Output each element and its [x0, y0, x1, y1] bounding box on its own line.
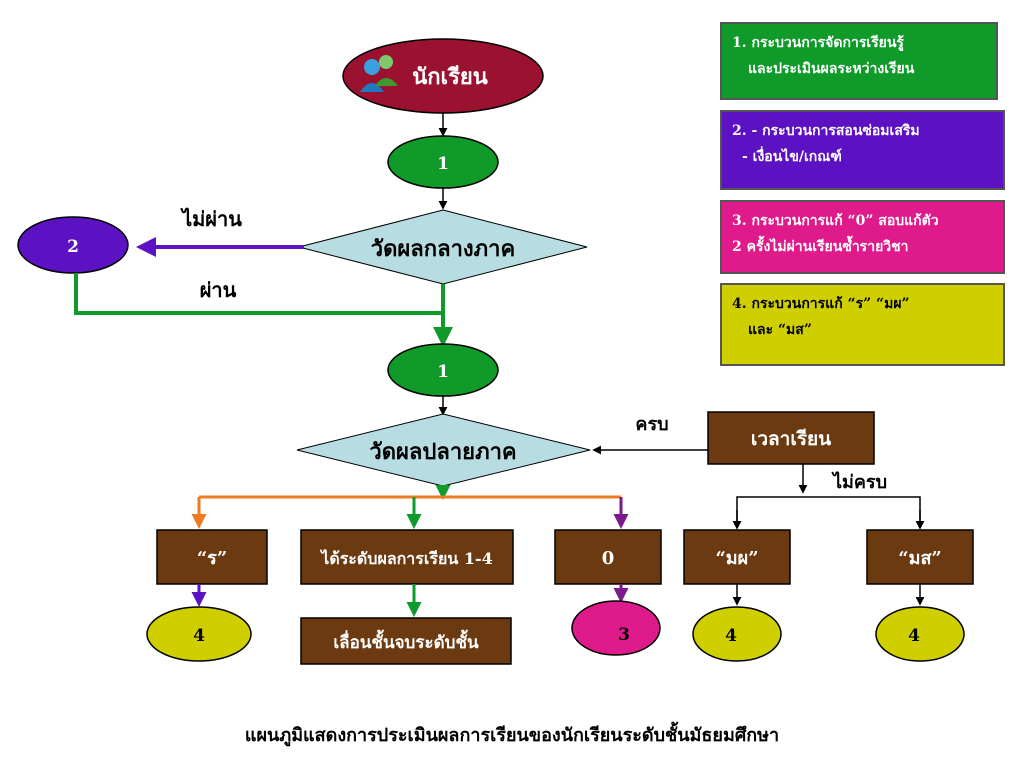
- student-node: นักเรียน: [342, 38, 544, 114]
- legend-2-line1: 2. - กระบวนการสอนซ่อมเสริม: [732, 123, 920, 139]
- final-decision: วัดผลปลายภาค: [296, 413, 591, 487]
- student-label: นักเรียน: [412, 64, 488, 90]
- midterm-label: วัดผลกลางภาค: [371, 236, 515, 262]
- ms-node: “มส”: [866, 529, 974, 585]
- zero-node: 0: [554, 529, 662, 585]
- r-four-label: 4: [193, 626, 205, 646]
- midterm-decision: วัดผลกลางภาค: [298, 209, 588, 285]
- legend-3-line1: 3. กระบวนการแก้ “0” สอบแก้ตัว: [732, 213, 939, 229]
- final-label: วัดผลปลายภาค: [369, 439, 516, 465]
- mp-label: “มผ”: [715, 548, 758, 569]
- complete-label: ครบ: [635, 414, 668, 435]
- legend-item-1: 1. กระบวนการจัดการเรียนรู้ และประเมินผลร…: [720, 22, 998, 100]
- step1-mid-node: 1: [387, 343, 499, 397]
- remedial-node: 2: [17, 216, 129, 274]
- remedial-label: 2: [67, 237, 79, 257]
- step1-top-label: 1: [437, 154, 449, 174]
- mp-four-node: 4: [692, 606, 782, 662]
- arrow-pass-return: [74, 273, 443, 315]
- mp-node: “มผ”: [683, 529, 791, 585]
- legend-item-3: 3. กระบวนการแก้ “0” สอบแก้ตัว 2 ครั้งไม่…: [720, 200, 1005, 274]
- legend-4-line2: และ “มส”: [748, 322, 812, 338]
- incomplete-branch-bar: [736, 496, 921, 528]
- grade-node: ได้ระดับผลการเรียน 1-4: [300, 529, 514, 585]
- grade-label: ได้ระดับผลการเรียน 1-4: [319, 549, 492, 568]
- r-label: “ร”: [197, 548, 227, 569]
- incomplete-label: ไม่ครบ: [831, 471, 887, 493]
- zero-three-node: 3: [571, 600, 661, 656]
- zero-label: 0: [602, 548, 615, 569]
- mp-four-label: 4: [725, 626, 737, 646]
- study-time-label: เวลาเรียน: [751, 428, 831, 450]
- users-icon: [360, 55, 398, 92]
- fail-label: ไม่ผ่าน: [180, 207, 242, 231]
- legend-1-line2: และประเมินผลระหว่างเรียน: [748, 61, 915, 77]
- zero-three-label: 3: [618, 625, 630, 645]
- r-four-node: 4: [146, 606, 252, 662]
- legend-4-line1: 4. กระบวนการแก้ “ร” “มผ”: [732, 296, 910, 312]
- ms-four-label: 4: [908, 626, 920, 646]
- ms-label: “มส”: [898, 548, 942, 569]
- study-time-node: เวลาเรียน: [707, 411, 875, 465]
- ms-four-node: 4: [875, 606, 965, 662]
- legend-item-2: 2. - กระบวนการสอนซ่อมเสริม - เงื่อนไข/เก…: [720, 110, 1005, 190]
- step1-top-node: 1: [387, 135, 499, 189]
- step1-mid-label: 1: [437, 362, 449, 382]
- diagram-caption: แผนภูมิแสดงการประเมินผลการเรียนของนักเรี…: [244, 725, 780, 746]
- legend-3-line2: 2 ครั้งไม่ผ่านเรียนซ้ำรายวิชา: [732, 239, 909, 255]
- legend-item-4: 4. กระบวนการแก้ “ร” “มผ” และ “มส”: [720, 283, 1005, 366]
- pass-label: ผ่าน: [200, 278, 237, 302]
- r-node: “ร”: [156, 529, 268, 585]
- promote-label: เลื่อนชั้นจบระดับชั้น: [333, 629, 479, 653]
- legend-1-line1: 1. กระบวนการจัดการเรียนรู้: [732, 35, 904, 51]
- promote-node: เลื่อนชั้นจบระดับชั้น: [300, 617, 512, 665]
- legend-2-line2: - เงื่อนไข/เกณฑ์: [742, 149, 842, 165]
